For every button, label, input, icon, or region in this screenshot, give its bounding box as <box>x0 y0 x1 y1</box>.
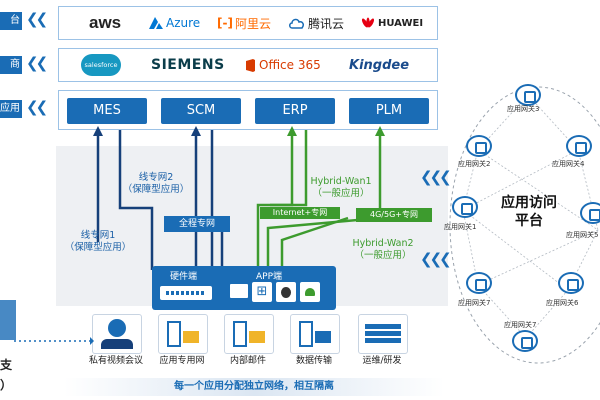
platform-title: 应用访问 平台 <box>501 195 557 229</box>
app-network-icon <box>158 314 208 354</box>
app-row: MES SCM ERP PLM <box>58 90 438 130</box>
arrow-up-icon <box>191 126 201 136</box>
gateway-label: 应用网关6 <box>546 299 579 307</box>
office365-logo: Office 365 <box>245 49 321 81</box>
line-hybrid-2 <box>266 130 382 268</box>
arrow-up-icon <box>287 126 297 136</box>
line-hybrid-2b <box>280 216 349 268</box>
row-tag-vendor: 商 <box>0 56 22 74</box>
row-tag-apps: 应用 <box>0 100 22 118</box>
cloud-gateway-icon <box>580 202 600 224</box>
app-erp: ERP <box>255 98 335 124</box>
left-edge-label: 支 <box>0 358 13 372</box>
cloud-provider-row: aws Azure [-] 阿里云 腾讯云 HUAWEI <box>58 6 438 40</box>
cloud-gateway-icon <box>558 272 584 294</box>
router-icon <box>160 286 212 300</box>
line-hybrid-1b <box>270 130 308 207</box>
siemens-logo: SIEMENS <box>151 57 225 73</box>
gateway-label: 应用网关3 <box>507 105 540 113</box>
cloud-gateway-icon <box>452 196 478 218</box>
full-net-box: 全程专网 <box>164 216 230 232</box>
chevron-left-icon: ❮❮❮ <box>420 250 452 268</box>
device-label-data: 数据传输 <box>295 356 332 366</box>
salesforce-logo: salesforce <box>81 49 121 81</box>
cloud-gateway-icon <box>466 272 492 294</box>
dotted-connector <box>14 337 94 345</box>
laptop-icon <box>230 284 248 298</box>
device-label-devops: 运维/研发 <box>362 356 402 366</box>
data-transfer-icon <box>290 314 340 354</box>
gateway-label: 应用网关1 <box>444 223 477 231</box>
azure-logo: Azure <box>149 7 200 39</box>
kingdee-logo: Kingdee <box>349 57 410 73</box>
vendor-row: salesforce SIEMENS Office 365 Kingdee <box>58 48 438 82</box>
arrow-up-icon <box>93 126 103 136</box>
chevron-left-icon: ❮❮ <box>26 98 48 116</box>
tencent-cloud-icon <box>289 18 304 29</box>
windows-icon: ⊞ <box>252 282 272 302</box>
huawei-icon <box>361 17 375 28</box>
line-private-1b <box>118 130 154 270</box>
azure-icon <box>149 17 163 29</box>
chevron-left-icon: ❮❮ <box>26 54 48 72</box>
line-hybrid-1 <box>256 130 294 268</box>
mail-server-icon <box>224 314 274 354</box>
cloud-gateway-icon <box>466 135 492 157</box>
line2-label: 线专网2（保障型应用） <box>122 172 190 195</box>
apple-icon <box>276 282 296 302</box>
access-device-box: 硬件端 APP端 ⊞ <box>152 266 336 310</box>
chevron-left-icon: ❮❮❮ <box>420 168 452 186</box>
cloud-gateway-icon <box>566 135 592 157</box>
aliyun-logo: [-] 阿里云 <box>217 16 271 31</box>
huawei-logo: HUAWEI <box>361 7 423 39</box>
video-conference-icon <box>92 314 142 354</box>
building-icon <box>0 300 16 340</box>
4g5g-net-box: 4G/5G+专网 <box>356 208 432 222</box>
row-tag-platform: 台 <box>0 12 22 30</box>
office-icon <box>246 58 255 72</box>
device-label-appnet: 应用专用网 <box>159 356 205 366</box>
devops-icon <box>358 314 408 354</box>
aws-logo: aws <box>89 13 122 32</box>
cloud-gateway-icon <box>515 84 541 106</box>
device-label-video: 私有视频会议 <box>88 356 143 366</box>
gateway-label: 应用网关7 <box>458 299 491 307</box>
android-icon <box>300 282 320 302</box>
app-scm: SCM <box>161 98 241 124</box>
wan1-label: Hybrid-Wan1（一般应用） <box>310 176 372 199</box>
hardware-label: 硬件端 <box>170 272 198 282</box>
wan2-label: Hybrid-Wan2（一般应用） <box>352 238 414 261</box>
internet-net-box: Internet+专网 <box>260 207 340 219</box>
device-label-mail: 内部邮件 <box>229 356 266 366</box>
left-edge-label-2: ） <box>0 378 13 392</box>
chevron-left-icon: ❮❮ <box>26 10 48 28</box>
isolation-footer: 每一个应用分配独立网络，相互隔离 <box>64 378 444 396</box>
gateway-label: 应用网关2 <box>458 160 491 168</box>
arrow-up-icon <box>375 126 385 136</box>
app-mes: MES <box>67 98 147 124</box>
app-plm: PLM <box>349 98 429 124</box>
cloud-gateway-icon <box>512 330 538 352</box>
gateway-label: 应用网关4 <box>552 160 585 168</box>
line1-label: 线专网1（保障型应用） <box>64 230 132 253</box>
tencent-cloud-logo: 腾讯云 <box>289 7 344 39</box>
gateway-label: 应用网关7 <box>504 321 537 329</box>
app-label: APP端 <box>256 272 283 282</box>
gateway-label: 应用网关5 <box>566 231 599 239</box>
